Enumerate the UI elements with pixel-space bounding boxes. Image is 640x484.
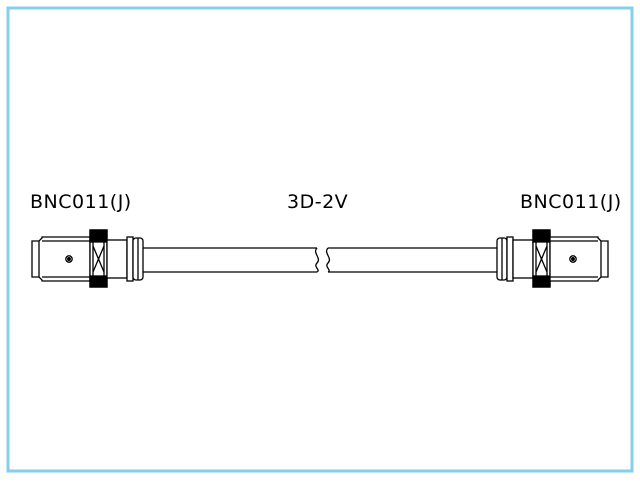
cable-type-label: 3D-2V [287, 191, 349, 213]
right-bnc-connector-icon [496, 229, 609, 288]
left-bnc-connector-icon [31, 229, 144, 288]
left-connector-label: BNC011(J) [30, 191, 132, 213]
coax-cable-icon [143, 247, 499, 273]
cable-break-icon [314, 247, 320, 273]
right-connector-label: BNC011(J) [520, 191, 622, 213]
